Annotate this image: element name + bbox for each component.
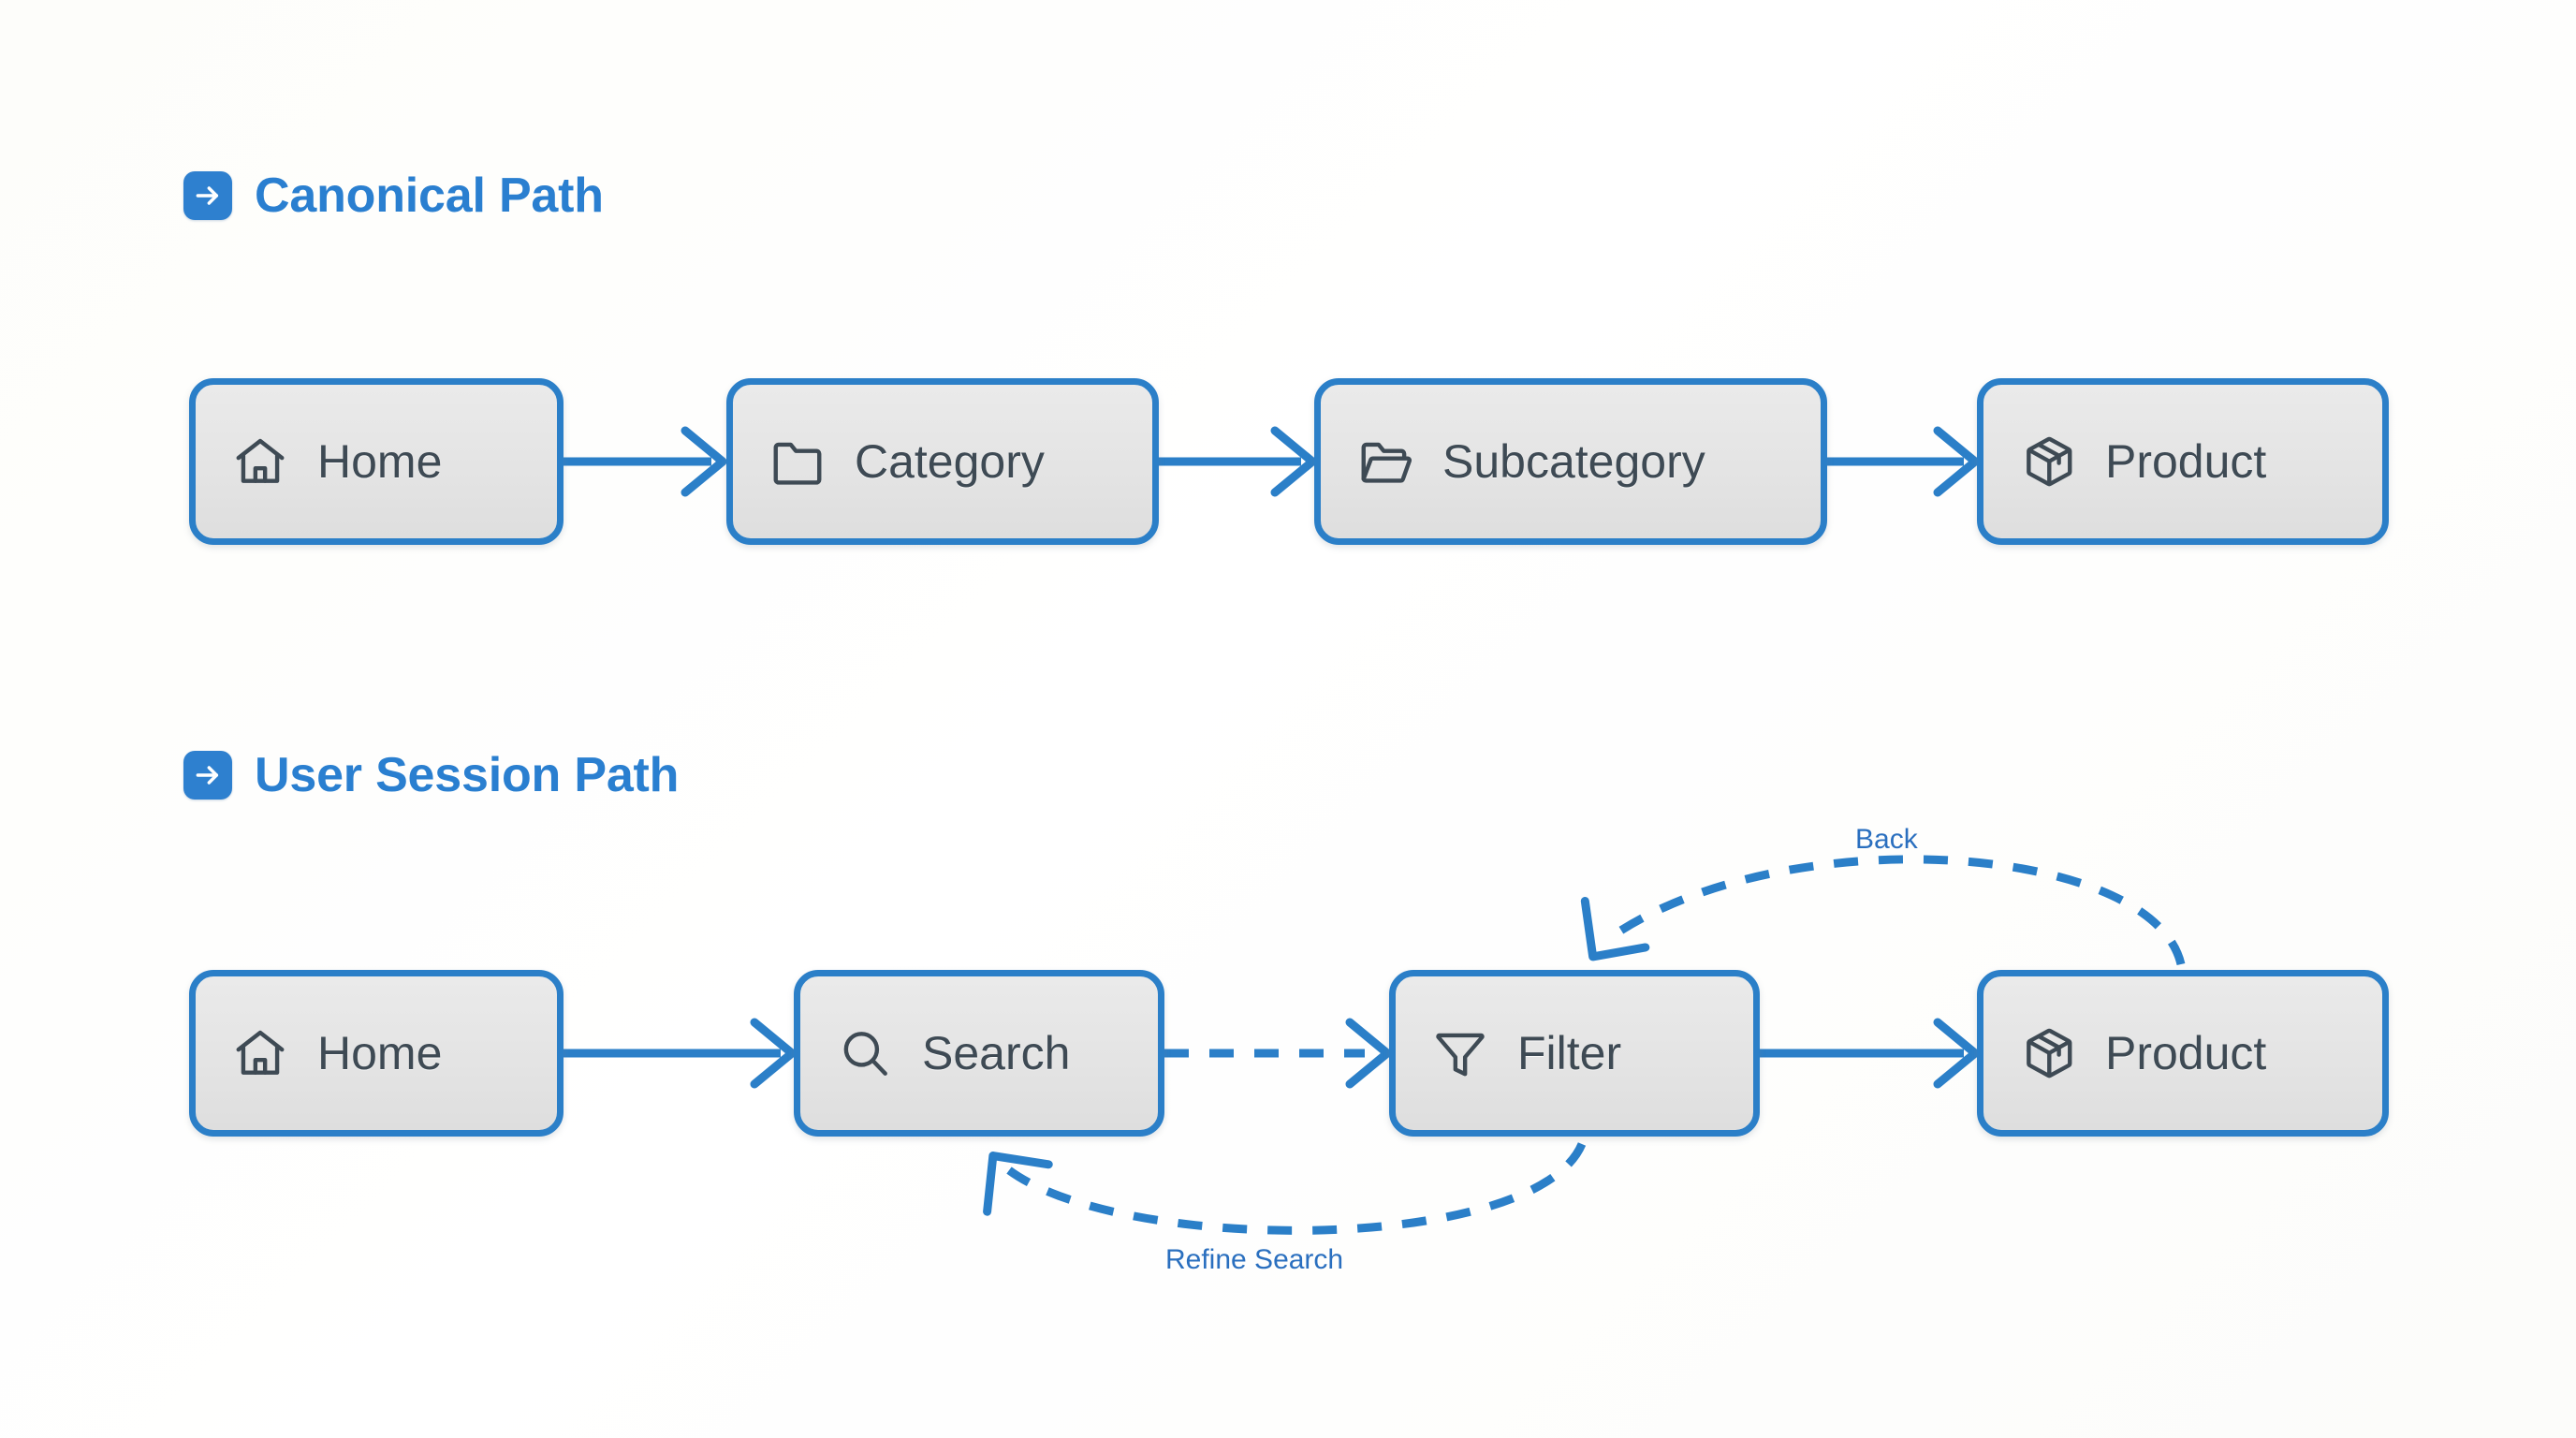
node-search[interactable]: Search: [794, 970, 1164, 1137]
section-title-canonical-path: Canonical Path: [183, 171, 604, 220]
edge-subcategory-to-product: [1827, 426, 1980, 497]
node-filter[interactable]: Filter: [1389, 970, 1760, 1137]
arrow-right-icon: [183, 171, 232, 220]
node-label: Filter: [1517, 1027, 1622, 1079]
node-category[interactable]: Category: [726, 378, 1159, 545]
node-product-session[interactable]: Product: [1977, 970, 2389, 1137]
edge-product-to-filter-back: [1580, 855, 2186, 966]
search-icon: [832, 1020, 898, 1086]
node-label: Search: [922, 1027, 1071, 1079]
funnel-icon: [1427, 1020, 1493, 1086]
section-title-text: User Session Path: [255, 748, 680, 802]
node-subcategory[interactable]: Subcategory: [1314, 378, 1827, 545]
node-label: Subcategory: [1442, 435, 1705, 488]
arrow-right-icon: [183, 751, 232, 800]
edge-home-to-category: [564, 426, 727, 497]
folder-open-icon: [1353, 429, 1418, 494]
node-home-canonical[interactable]: Home: [189, 378, 564, 545]
edge-search-to-filter: [1164, 1018, 1392, 1089]
section-title-user-session-path: User Session Path: [183, 751, 679, 800]
node-label: Product: [2105, 435, 2267, 488]
node-label: Category: [855, 435, 1045, 488]
section-title-text: Canonical Path: [255, 169, 604, 223]
edge-category-to-subcategory: [1159, 426, 1317, 497]
node-label: Product: [2105, 1027, 2267, 1079]
home-icon: [227, 1020, 293, 1086]
edge-label-back: Back: [1855, 824, 1918, 855]
node-label: Home: [317, 435, 443, 488]
edge-home-to-search: [564, 1018, 797, 1089]
edge-filter-to-search-refine: [983, 1142, 1587, 1235]
edge-label-refine-search: Refine Search: [1165, 1244, 1344, 1275]
node-label: Home: [317, 1027, 443, 1079]
edge-filter-to-product: [1760, 1018, 1980, 1089]
package-box-icon: [2015, 429, 2081, 494]
package-box-icon: [2015, 1020, 2081, 1086]
node-product-canonical[interactable]: Product: [1977, 378, 2389, 545]
folder-closed-icon: [765, 429, 830, 494]
node-home-session[interactable]: Home: [189, 970, 564, 1137]
home-icon: [227, 429, 293, 494]
